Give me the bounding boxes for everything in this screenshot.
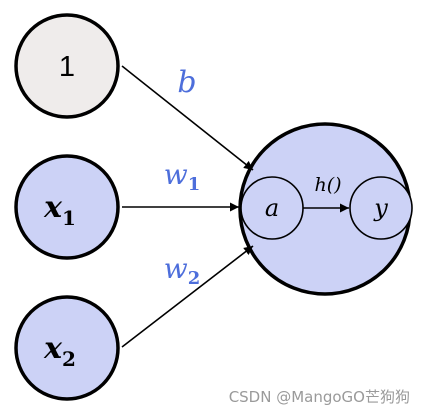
- w1-label: w1: [164, 158, 201, 195]
- w2-subscript: 2: [188, 268, 201, 289]
- x2-label: x2: [43, 331, 76, 371]
- bias-input-node: [14, 13, 120, 119]
- x2-subscript: 2: [62, 347, 76, 371]
- a-label: a: [265, 194, 279, 222]
- y-node: [349, 176, 413, 240]
- x1-subscript: 1: [62, 206, 76, 230]
- y-label: y: [373, 194, 388, 222]
- edge-w2: [121, 245, 254, 348]
- b-label: b: [177, 65, 196, 100]
- watermark: CSDN @MangoGO芒狗狗: [228, 388, 410, 406]
- activation-label: h(): [314, 174, 341, 196]
- x1-label: x1: [43, 190, 76, 230]
- w1-subscript: 1: [188, 174, 201, 195]
- x1-input-node: [14, 154, 120, 260]
- x2-input-node: [14, 295, 120, 401]
- w2-label: w2: [164, 252, 201, 289]
- bias-input-label: 1: [59, 51, 75, 83]
- edge-b: [121, 65, 254, 171]
